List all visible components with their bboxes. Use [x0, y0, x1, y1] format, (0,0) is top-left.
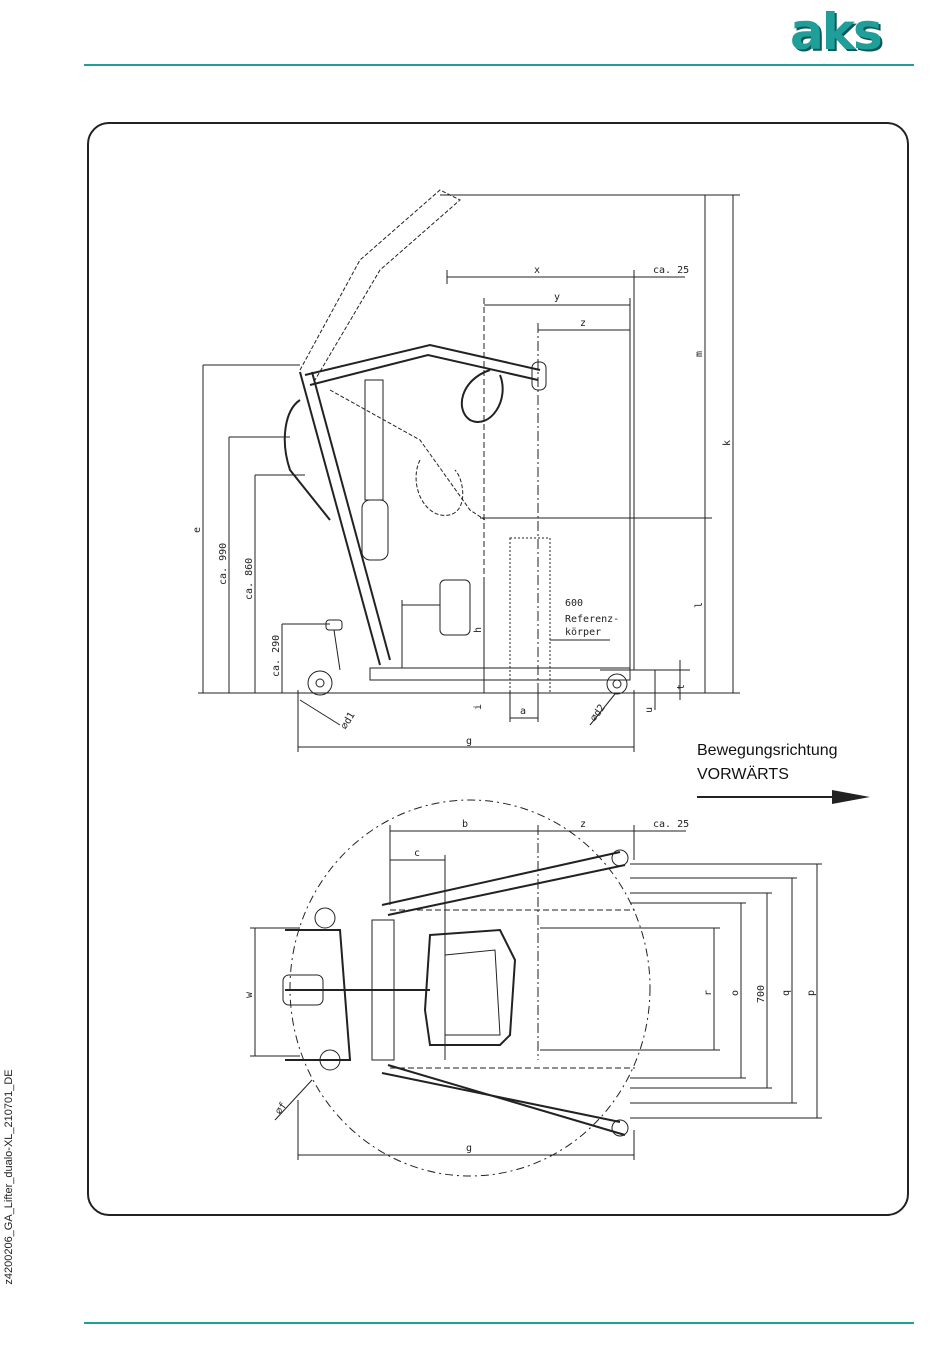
label-p: p [806, 990, 817, 996]
label-r: r [703, 990, 714, 996]
label-z-top: z [580, 819, 586, 830]
mast [300, 372, 380, 665]
direction-forward-label: VORWÄRTS [697, 766, 789, 784]
label-b: b [462, 819, 468, 830]
label-t: t [676, 684, 687, 690]
document-code: z4200206_GA_Lifter_dualo-XL_210701_DE [3, 1027, 17, 1327]
handle-top [285, 930, 350, 1060]
label-ca25-top: ca. 25 [653, 819, 689, 830]
label-ca290: ca. 290 [271, 635, 282, 677]
label-q: q [781, 990, 792, 996]
boom-raised [300, 190, 460, 380]
reference-body [510, 538, 550, 693]
label-e: e [192, 527, 203, 533]
label-g-side: g [466, 736, 472, 747]
label-a: a [520, 706, 526, 717]
label-ca25: ca. 25 [653, 265, 689, 276]
label-ca990: ca. 990 [218, 543, 229, 585]
rear-wheel [308, 671, 332, 695]
label-x: x [534, 265, 540, 276]
label-o: o [730, 990, 741, 996]
label-koerper: körper [565, 627, 601, 638]
label-g-top: g [466, 1143, 472, 1154]
boom [305, 345, 540, 375]
knee-pad [440, 580, 470, 635]
label-600: 600 [565, 598, 583, 609]
sling-hanger [462, 370, 503, 422]
label-m: m [694, 351, 705, 357]
label-k: k [722, 440, 733, 446]
label-f: ⌀f [273, 1101, 289, 1117]
label-h: h [473, 627, 484, 633]
brake-pedal [326, 620, 342, 630]
foot-plate [425, 930, 515, 1045]
direction-label: Bewegungsrichtung [697, 742, 838, 760]
footer-rule [84, 1322, 914, 1324]
front-wheel [607, 674, 627, 694]
label-z: z [580, 318, 586, 329]
direction-arrow-head [832, 790, 870, 804]
actuator [365, 380, 383, 500]
label-w: w [244, 991, 255, 998]
label-i: i [473, 704, 484, 710]
label-l: l [694, 602, 705, 608]
label-referenz: Referenz- [565, 614, 619, 625]
label-y: y [554, 292, 560, 303]
label-ca860: ca. 860 [244, 558, 255, 600]
base-leg [370, 668, 630, 680]
label-d1: ⌀d1 [339, 710, 358, 731]
label-c: c [414, 848, 420, 859]
label-700: 700 [756, 985, 767, 1003]
label-u: u [644, 707, 655, 713]
